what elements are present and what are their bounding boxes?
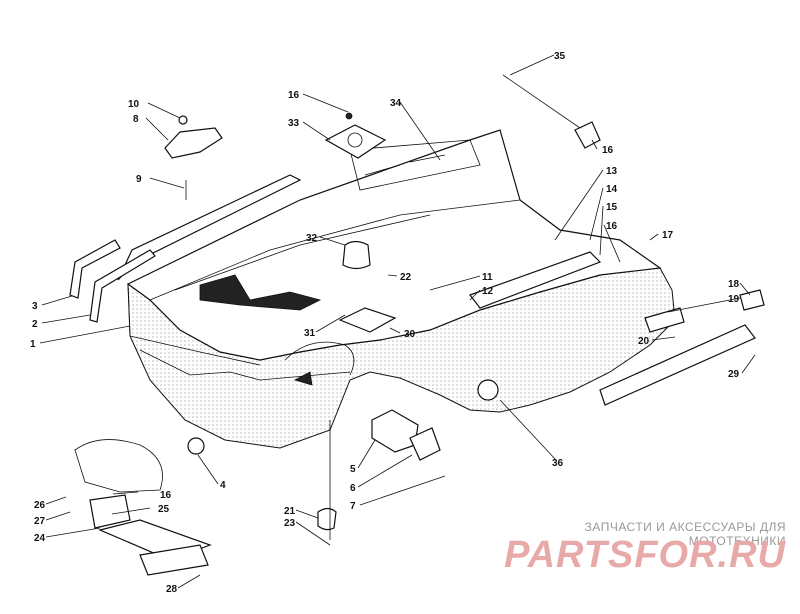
callout-28: 28: [166, 584, 178, 595]
callout-25: 25: [158, 504, 170, 515]
callout-17: 17: [662, 230, 674, 241]
callout-labels: 1 2 3 4 5 6 7 8 9 10 11 12 13 14 15 16 1…: [30, 51, 740, 595]
callout-14: 14: [606, 184, 618, 195]
callout-5: 5: [350, 464, 356, 475]
callout-21: 21: [284, 506, 296, 517]
callout-19: 19: [728, 294, 740, 305]
callout-10: 10: [128, 99, 140, 110]
callout-27: 27: [34, 516, 46, 527]
watermark: ЗАПЧАСТИ И АКСЕССУАРЫ ДЛЯ МОТОТЕХНИКИ PA…: [486, 520, 786, 600]
watermark-subtitle: ЗАПЧАСТИ И АКСЕССУАРЫ ДЛЯ МОТОТЕХНИКИ: [584, 520, 786, 548]
callout-1: 1: [30, 339, 36, 350]
side-rails: [69, 174, 756, 406]
callout-33: 33: [288, 118, 300, 129]
callout-3: 3: [32, 301, 38, 312]
callout-11: 11: [482, 272, 493, 283]
callout-leaders: [39, 54, 756, 589]
callout-4: 4: [220, 480, 226, 491]
callout-16-mid: 16: [606, 221, 618, 232]
belly-pan: [126, 129, 676, 449]
callout-30: 30: [404, 329, 416, 340]
callout-9: 9: [136, 174, 142, 185]
callout-8: 8: [133, 114, 139, 125]
callout-12: 12: [482, 286, 494, 297]
callout-24: 24: [34, 533, 46, 544]
callout-6: 6: [350, 483, 356, 494]
callout-32: 32: [306, 233, 318, 244]
callout-26: 26: [34, 500, 46, 511]
callout-7: 7: [350, 501, 356, 512]
callout-16-top: 16: [288, 90, 300, 101]
callout-29: 29: [728, 369, 740, 380]
callout-23: 23: [284, 518, 296, 529]
small-parts: [74, 74, 765, 576]
callout-35: 35: [554, 51, 566, 62]
callout-34: 34: [390, 98, 402, 109]
callout-31: 31: [304, 328, 316, 339]
callout-18: 18: [728, 279, 740, 290]
callout-13: 13: [606, 166, 618, 177]
callout-36: 36: [552, 458, 564, 469]
callout-22: 22: [400, 272, 412, 283]
callout-2: 2: [32, 319, 38, 330]
callout-15: 15: [606, 202, 618, 213]
callout-16-right: 16: [602, 145, 614, 156]
callout-16-left: 16: [160, 490, 172, 501]
callout-20: 20: [638, 336, 650, 347]
watermark-brand: PARTSFOR.RU: [504, 534, 786, 576]
